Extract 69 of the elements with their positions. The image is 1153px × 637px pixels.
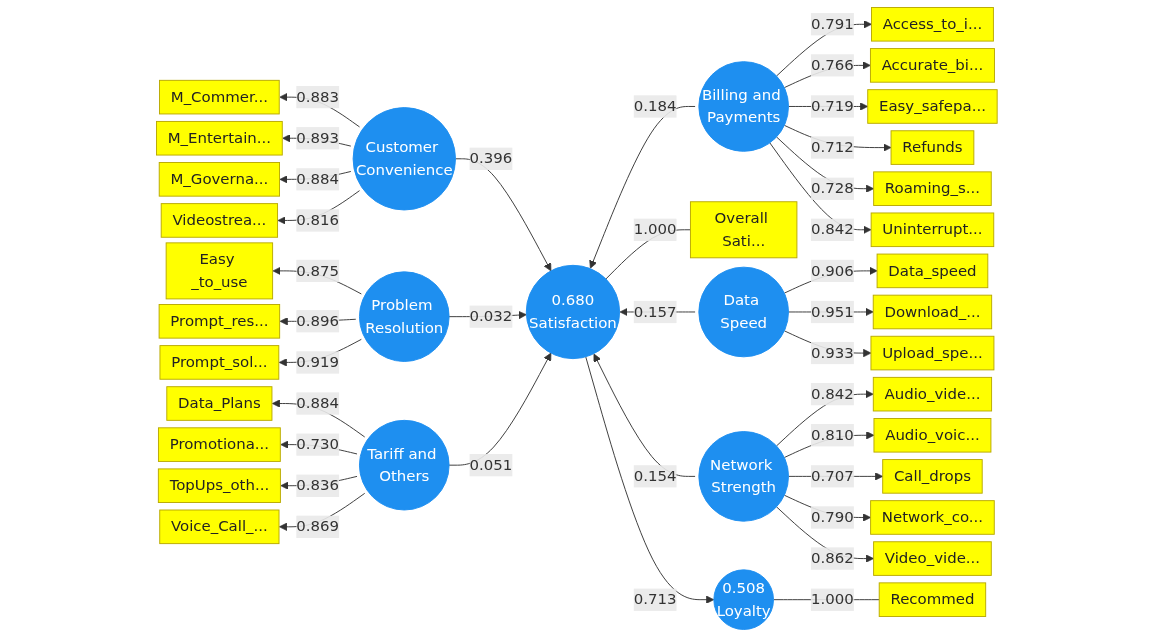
node-circle: Customer Convenience <box>352 107 456 211</box>
edge-label: 0.919 <box>295 353 339 371</box>
edge-label: 0.157 <box>633 302 677 321</box>
node-box: Call_drops <box>881 459 983 494</box>
node-box: Prompt_res... <box>158 304 280 339</box>
node-circle: Billing and Payments <box>698 61 789 152</box>
node-box: Videostrea... <box>160 203 278 238</box>
node-box: TopUps_oth... <box>157 468 281 503</box>
node-box: Network_co... <box>869 500 995 535</box>
node-circle: 0.508 Loyalty <box>713 569 774 630</box>
edge-label: 0.933 <box>810 343 854 362</box>
edge-label: 0.791 <box>810 14 854 33</box>
node-box: Prompt_sol... <box>159 345 279 380</box>
node-box: Uninterrupt... <box>870 212 994 248</box>
edge-label: 0.713 <box>633 590 677 609</box>
edge-label: 0.862 <box>810 549 854 567</box>
node-box: Refunds <box>890 130 974 165</box>
node-box: M_Entertain... <box>155 120 283 156</box>
edge-label: 0.707 <box>810 467 854 485</box>
edge-label: 0.790 <box>810 508 854 526</box>
edge-label: 0.728 <box>810 179 854 198</box>
edge-label: 0.883 <box>295 87 339 106</box>
node-circle: Tariff and Others <box>358 419 450 511</box>
node-circle: Network Strength <box>698 431 789 522</box>
edge-label: 0.032 <box>469 307 512 326</box>
edge-label: 0.869 <box>295 517 339 536</box>
edge-label: 0.842 <box>810 384 854 403</box>
node-box: Audio_vide... <box>872 376 992 412</box>
edge-label: 0.184 <box>633 97 677 115</box>
edge-label: 0.712 <box>810 138 854 156</box>
node-box: Roaming_s... <box>872 171 992 206</box>
edge-label: 0.951 <box>810 302 854 321</box>
edge-label: 0.810 <box>810 425 854 444</box>
edge-label: 0.875 <box>295 261 339 280</box>
node-box: Easy _to_use <box>165 242 273 300</box>
node-box: Data_speed <box>876 253 988 289</box>
edge-label: 0.766 <box>810 56 854 74</box>
edge-label: 0.396 <box>469 149 512 168</box>
edge-label: 0.051 <box>469 455 512 474</box>
node-box: Access_to_i... <box>870 7 994 42</box>
node-box: Easy_safepa... <box>866 89 998 124</box>
node-box: Voice_Call_... <box>158 509 280 545</box>
edge-label: 0.836 <box>295 476 339 495</box>
node-box: Recommed <box>878 582 986 617</box>
node-circle: Data Speed <box>698 266 789 358</box>
node-box: Upload_spe... <box>870 335 995 371</box>
node-box: Overall Sati... <box>689 201 798 259</box>
edge-label: 0.816 <box>295 211 339 229</box>
edge-label: 0.906 <box>810 261 854 280</box>
edge-label: 1.000 <box>633 220 677 239</box>
edge-label: 1.000 <box>810 590 854 609</box>
node-circle: 0.680 Satisfaction <box>525 264 620 360</box>
node-circle: Problem Resolution <box>358 271 450 362</box>
node-box: Accurate_bi... <box>869 48 995 83</box>
node-box: Audio_voic... <box>873 418 992 453</box>
node-box: M_Commer... <box>158 79 280 115</box>
node-box: Promotiona... <box>157 427 281 462</box>
node-box: Download_... <box>872 294 992 330</box>
edge-label: 0.719 <box>810 97 854 115</box>
node-box: M_Governa... <box>158 162 280 197</box>
node-box: Data_Plans <box>166 386 273 421</box>
edge-label: 0.154 <box>633 467 677 485</box>
edge-label: 0.730 <box>295 435 339 454</box>
edge-label: 0.884 <box>295 170 339 188</box>
edge-label: 0.842 <box>810 220 854 239</box>
edge-label: 0.893 <box>295 128 339 147</box>
node-box: Video_vide... <box>872 541 992 576</box>
edge-label: 0.896 <box>295 311 339 330</box>
edge-label: 0.884 <box>295 394 339 412</box>
